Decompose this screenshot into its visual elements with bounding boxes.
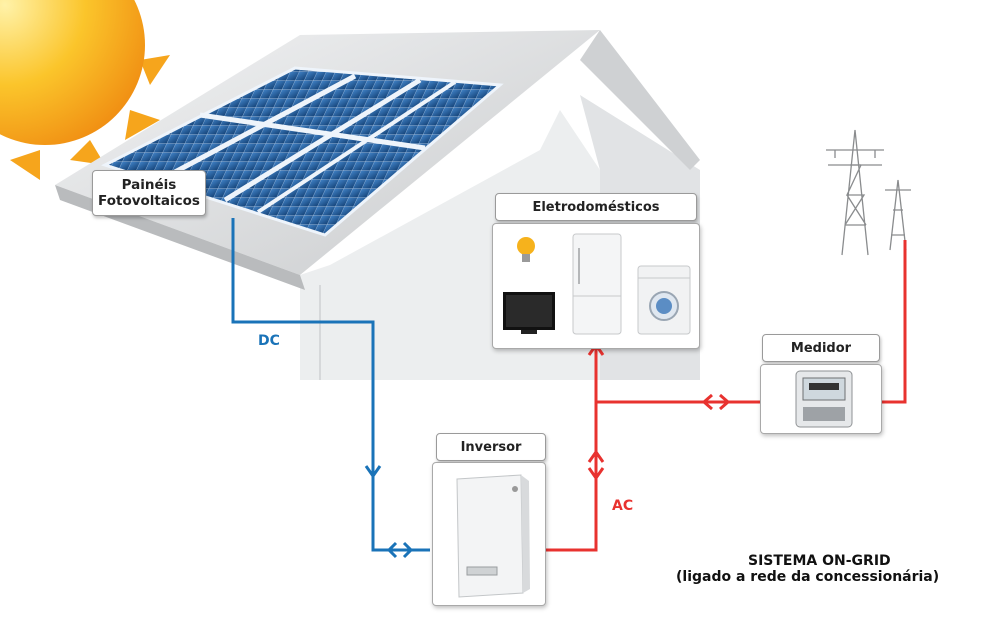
panels-label-line1: Painéis	[121, 177, 177, 193]
television-icon	[503, 292, 555, 334]
energy-meter-icon	[795, 370, 853, 428]
meter-label: Medidor	[762, 334, 880, 362]
inverter-icon	[456, 474, 530, 598]
lightbulb-icon	[517, 237, 535, 262]
system-subtitle: (ligado a rede da concessionária)	[676, 569, 940, 585]
washing-machine-icon	[637, 265, 691, 335]
meter-label-text: Medidor	[790, 340, 852, 356]
ac-label: AC	[612, 498, 634, 514]
appliances-label: Eletrodomésticos	[495, 193, 697, 221]
panels-label: Painéis Fotovoltaicos	[92, 170, 206, 216]
refrigerator-icon	[572, 233, 622, 335]
appliances-frame	[492, 223, 700, 349]
system-title: SISTEMA ON-GRID	[748, 553, 891, 569]
meter-frame	[760, 364, 882, 434]
inverter-label: Inversor	[436, 433, 546, 461]
appliances-illustration	[503, 233, 691, 335]
power-tower-icon	[826, 129, 911, 256]
inverter-label-text: Inversor	[460, 439, 522, 455]
dc-wiring	[231, 218, 430, 559]
inverter-frame	[432, 462, 546, 606]
dc-label: DC	[258, 333, 280, 349]
sun-icon	[0, 0, 170, 180]
panels-label-line2: Fotovoltaicos	[98, 193, 200, 209]
appliances-label-text: Eletrodomésticos	[532, 199, 660, 215]
